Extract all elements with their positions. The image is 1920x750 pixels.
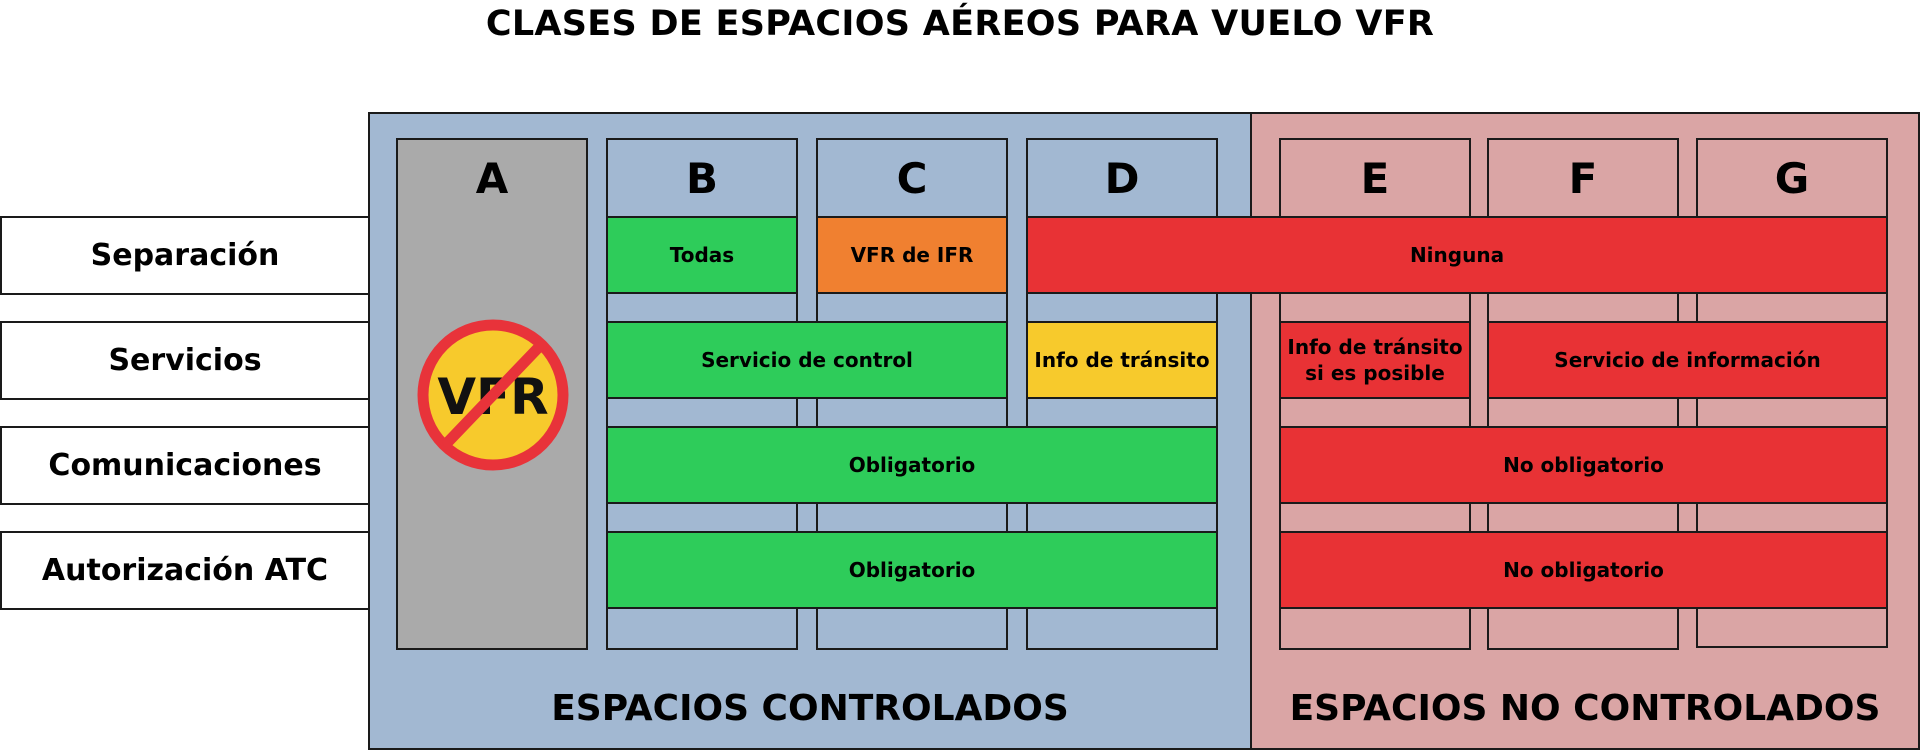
- class-d-letter: D: [1104, 153, 1140, 203]
- autorizacion-uncontrolled-cell: No obligatorio: [1279, 531, 1888, 609]
- separacion-b-cell: Todas: [606, 216, 798, 294]
- class-e-letter: E: [1360, 153, 1390, 203]
- servicios-d-cell: Info de tránsito: [1026, 321, 1218, 399]
- diagram-title: CLASES DE ESPACIOS AÉREOS PARA VUELO VFR: [485, 4, 1435, 44]
- row-label-autorizacion-atc: Autorización ATC: [0, 531, 370, 610]
- row-label-separacion: Separación: [0, 216, 370, 295]
- row-label-comunicaciones: Comunicaciones: [0, 426, 370, 505]
- class-c-letter: C: [896, 153, 928, 203]
- comunicaciones-controlled-cell: Obligatorio: [606, 426, 1218, 504]
- uncontrolled-region-label: ESPACIOS NO CONTROLADOS: [1289, 687, 1881, 729]
- separacion-d-to-g-cell: Ninguna: [1026, 216, 1888, 294]
- servicios-e-cell: Info de tránsito si es posible: [1279, 321, 1471, 399]
- no-vfr-icon: VFR: [416, 318, 570, 472]
- row-label-servicios: Servicios: [0, 321, 370, 400]
- class-f-letter: F: [1568, 153, 1598, 203]
- servicios-e-line2: si es posible: [1305, 361, 1445, 385]
- class-g-letter: G: [1774, 153, 1810, 203]
- comunicaciones-uncontrolled-cell: No obligatorio: [1279, 426, 1888, 504]
- separacion-c-cell: VFR de IFR: [816, 216, 1008, 294]
- servicios-f-g-cell: Servicio de información: [1487, 321, 1888, 399]
- class-b-letter: B: [685, 153, 718, 203]
- class-a-letter: A: [475, 153, 509, 203]
- controlled-region-label: ESPACIOS CONTROLADOS: [551, 687, 1069, 729]
- autorizacion-controlled-cell: Obligatorio: [606, 531, 1218, 609]
- servicios-b-c-cell: Servicio de control: [606, 321, 1008, 399]
- servicios-e-line1: Info de tránsito: [1287, 335, 1463, 359]
